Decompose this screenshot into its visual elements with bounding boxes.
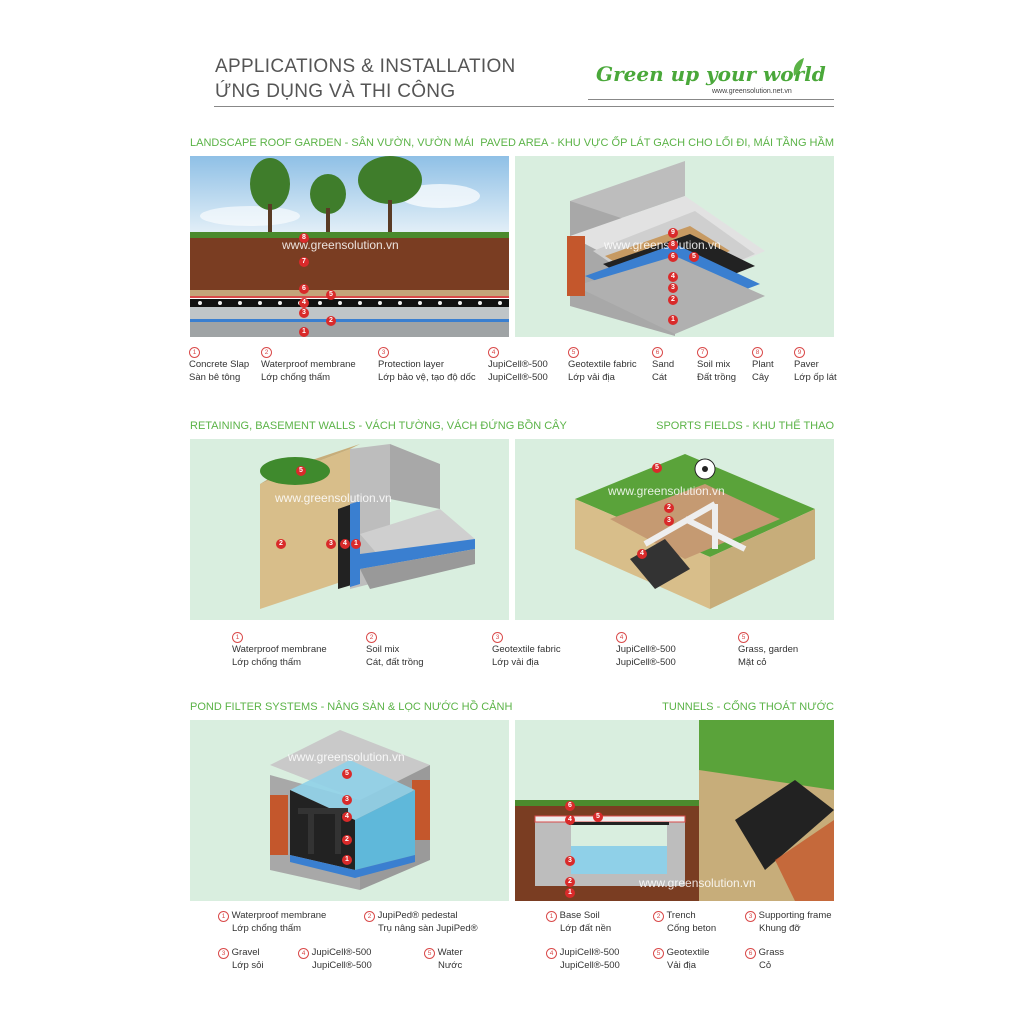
marker-5: 5: [652, 463, 662, 473]
header-divider: [214, 106, 834, 107]
marker-5: 5: [342, 769, 352, 779]
brand-divider: [588, 99, 834, 100]
marker-3: 3: [342, 795, 352, 805]
watermark: www.greensolution.vn: [288, 750, 405, 764]
roof-garden-illustration: www.greensolution.vn 8 7 6 5 4 3 2 1: [190, 156, 509, 337]
marker-3: 3: [664, 516, 674, 526]
brand-slogan: Green up your world: [596, 62, 826, 86]
marker-3: 3: [668, 283, 678, 293]
watermark: www.greensolution.vn: [275, 491, 392, 505]
marker-7: 7: [299, 257, 309, 267]
marker-2: 2: [664, 503, 674, 513]
marker-2: 2: [668, 295, 678, 305]
marker-3: 3: [565, 856, 575, 866]
watermark: www.greensolution.vn: [604, 238, 721, 252]
marker-5: 5: [593, 812, 603, 822]
marker-6: 6: [668, 252, 678, 262]
marker-1: 1: [351, 539, 361, 549]
leaf-icon: [793, 58, 804, 76]
tunnels-illustration: www.greensolution.vn 6 4 5 3 2 1: [515, 720, 834, 901]
marker-4: 4: [299, 298, 309, 308]
marker-4: 4: [637, 549, 647, 559]
marker-4: 4: [342, 812, 352, 822]
marker-1: 1: [299, 327, 309, 337]
watermark: www.greensolution.vn: [608, 484, 725, 498]
marker-5: 5: [326, 290, 336, 300]
brand-url: www.greensolution.net.vn: [712, 88, 792, 95]
section-title-tunnels: TUNNELS - CỐNG THOÁT NƯỚC: [662, 701, 834, 713]
marker-3: 3: [299, 308, 309, 318]
section-title-pond: POND FILTER SYSTEMS - NÂNG SÀN & LỌC NƯỚ…: [190, 701, 513, 713]
marker-1: 1: [565, 888, 575, 898]
marker-2: 2: [326, 316, 336, 326]
marker-9: 9: [668, 228, 678, 238]
page-title-en: APPLICATIONS & INSTALLATION: [215, 56, 516, 77]
section-title-roof: LANDSCAPE ROOF GARDEN - SÂN VƯỜN, VƯỜN M…: [190, 137, 474, 149]
watermark: www.greensolution.vn: [282, 238, 399, 252]
retaining-wall-illustration: www.greensolution.vn 5 2 3 4 1: [190, 439, 509, 620]
marker-5: 5: [689, 252, 699, 262]
marker-1: 1: [668, 315, 678, 325]
marker-1: 1: [342, 855, 352, 865]
marker-4: 4: [340, 539, 350, 549]
section-title-sports: SPORTS FIELDS - KHU THỂ THAO: [656, 420, 834, 432]
marker-6: 6: [565, 801, 575, 811]
marker-4: 4: [565, 815, 575, 825]
sports-field-illustration: www.greensolution.vn 5 2 3 4: [515, 439, 834, 620]
marker-6: 6: [299, 284, 309, 294]
paved-area-illustration: www.greensolution.vn 9 8 6 5 4 3 2 1: [515, 156, 834, 337]
marker-2: 2: [276, 539, 286, 549]
marker-8: 8: [668, 240, 678, 250]
marker-2: 2: [342, 835, 352, 845]
section-title-retaining: RETAINING, BASEMENT WALLS - VÁCH TƯỜNG, …: [190, 420, 567, 432]
marker-8: 8: [299, 233, 309, 243]
watermark: www.greensolution.vn: [639, 876, 756, 890]
page-title-vi: ỨNG DỤNG VÀ THI CÔNG: [215, 81, 456, 102]
marker-4: 4: [668, 272, 678, 282]
marker-5: 5: [296, 466, 306, 476]
marker-2: 2: [565, 877, 575, 887]
marker-3: 3: [326, 539, 336, 549]
pond-filter-illustration: www.greensolution.vn 5 3 4 2 1: [190, 720, 509, 901]
section-title-paved: PAVED AREA - KHU VỰC ỐP LÁT GẠCH CHO LỐI…: [480, 137, 834, 149]
